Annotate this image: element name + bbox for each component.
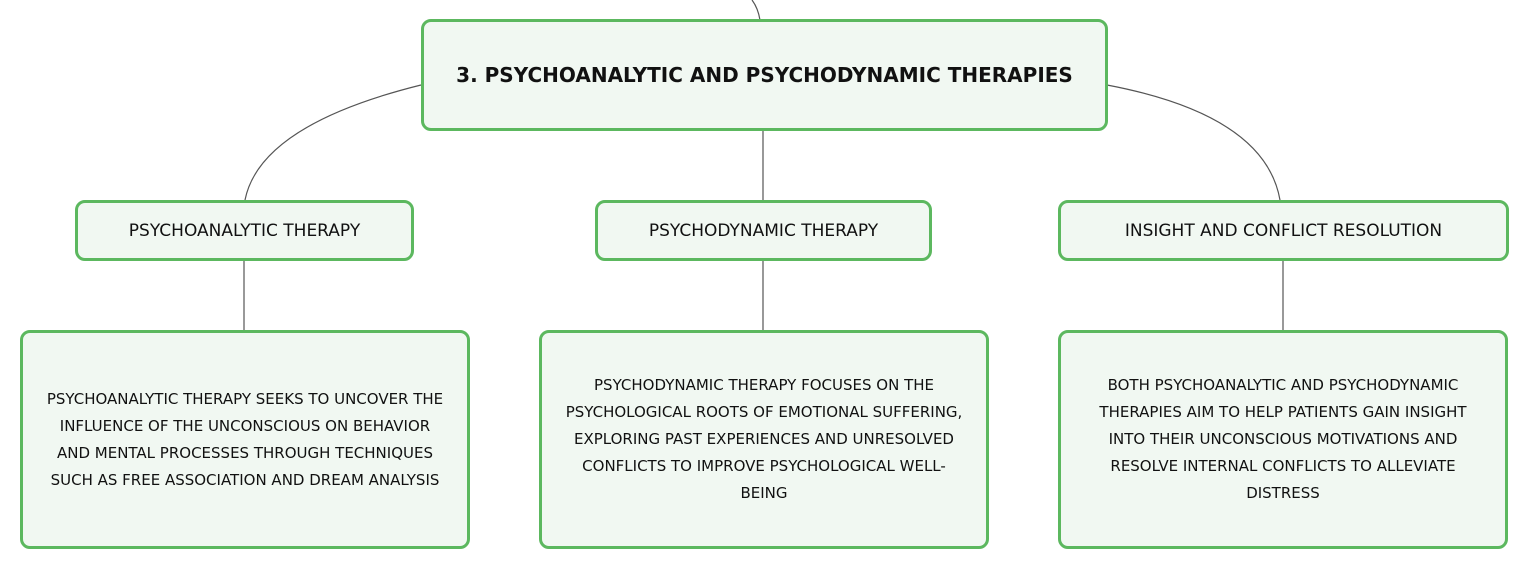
branch-insight-conflict-resolution[interactable]: INSIGHT AND CONFLICT RESOLUTION (1058, 200, 1509, 261)
branch-title: PSYCHOANALYTIC THERAPY (128, 220, 361, 241)
detail-text: PSYCHODYNAMIC THERAPY FOCUSES ON THE PSY… (565, 376, 963, 502)
root-title: 3. PSYCHOANALYTIC AND PSYCHODYNAMIC THER… (456, 63, 1073, 87)
detail-insight-conflict-resolution[interactable]: BOTH PSYCHOANALYTIC AND PSYCHODYNAMIC TH… (1058, 330, 1508, 549)
branch-psychoanalytic-therapy[interactable]: PSYCHOANALYTIC THERAPY (75, 200, 414, 261)
detail-psychodynamic-therapy[interactable]: PSYCHODYNAMIC THERAPY FOCUSES ON THE PSY… (539, 330, 989, 549)
detail-text: PSYCHOANALYTIC THERAPY SEEKS TO UNCOVER … (46, 389, 444, 489)
branch-title: PSYCHODYNAMIC THERAPY (648, 220, 879, 241)
detail-psychoanalytic-therapy[interactable]: PSYCHOANALYTIC THERAPY SEEKS TO UNCOVER … (20, 330, 470, 549)
root-node[interactable]: 3. PSYCHOANALYTIC AND PSYCHODYNAMIC THER… (421, 19, 1108, 131)
detail-text: BOTH PSYCHOANALYTIC AND PSYCHODYNAMIC TH… (1099, 376, 1467, 502)
branch-title: INSIGHT AND CONFLICT RESOLUTION (1124, 220, 1443, 241)
connector-root-left (244, 84, 422, 201)
connector-root-right (1106, 84, 1281, 201)
branch-psychodynamic-therapy[interactable]: PSYCHODYNAMIC THERAPY (595, 200, 932, 261)
connector-parent (751, 0, 761, 21)
